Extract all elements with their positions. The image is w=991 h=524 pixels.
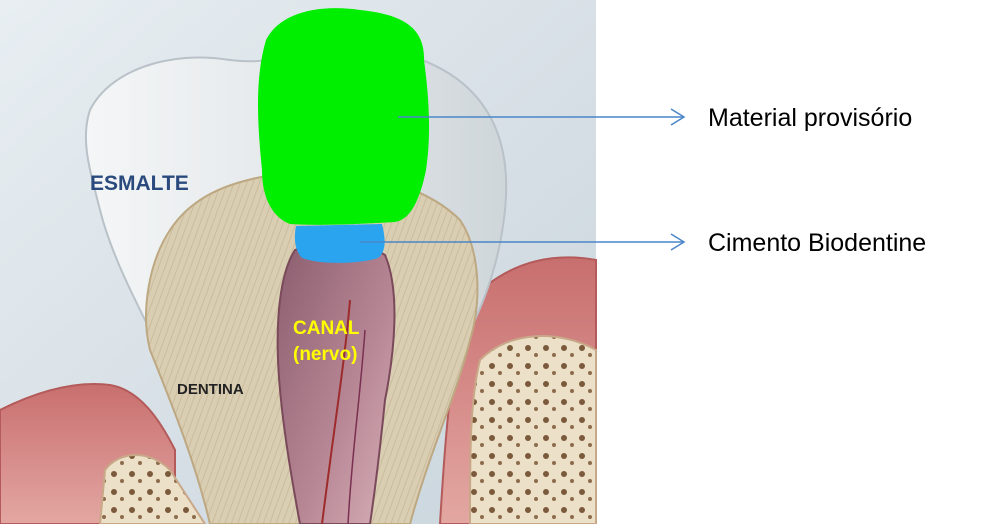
callout-temporary-material: Material provisório: [708, 104, 912, 133]
canal-label-line2: (nervo): [293, 344, 357, 365]
callout-biodentine-cement: Cimento Biodentine: [708, 229, 926, 258]
dentin-label: DENTINA: [177, 381, 244, 398]
canal-label-line1: CANAL: [293, 318, 360, 339]
biodentine-layer: [295, 224, 385, 263]
enamel-label: ESMALTE: [90, 172, 189, 195]
bone-right: [470, 336, 596, 524]
